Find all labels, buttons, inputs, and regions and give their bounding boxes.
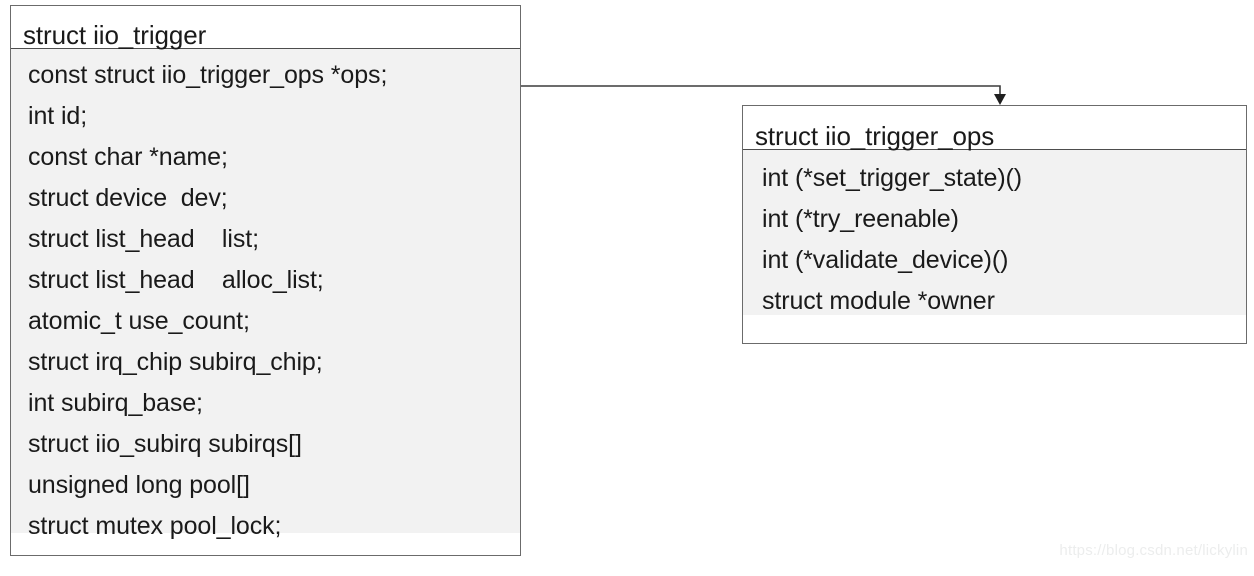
struct-field-row: unsigned long pool[] [28,471,250,499]
struct-field-row: struct irq_chip subirq_chip; [28,348,323,376]
struct-field-row: int (*set_trigger_state)() [762,164,1022,192]
struct-divider [743,149,1246,150]
struct-field-row: int (*validate_device)() [762,246,1009,274]
connector-line [521,85,1001,96]
struct-field-row: int id; [28,102,88,130]
connector-arrowhead-icon [994,94,1006,105]
struct-field-row: struct device dev; [28,184,228,212]
struct-field-row: struct mutex pool_lock; [28,512,282,540]
struct-field-row: int subirq_base; [28,389,203,417]
struct-field-row: const char *name; [28,143,228,171]
struct-body-iio-trigger: const struct iio_trigger_ops *ops; int i… [11,49,520,540]
watermark-text: https://blog.csdn.net/lickylin [1059,542,1248,559]
struct-field-row: const struct iio_trigger_ops *ops; [28,61,388,89]
struct-field-row: atomic_t use_count; [28,307,250,335]
struct-field-row: struct iio_subirq subirqs[] [28,430,302,458]
struct-field-row: struct module *owner [762,287,995,315]
struct-title-iio-trigger-ops: struct iio_trigger_ops [743,106,1246,149]
struct-field-row: int (*try_reenable) [762,205,959,233]
struct-box-iio-trigger[interactable]: struct iio_trigger const struct iio_trig… [10,5,521,556]
struct-body-iio-trigger-ops: int (*set_trigger_state)() int (*try_ree… [743,150,1246,315]
struct-divider [11,48,520,49]
struct-box-iio-trigger-ops[interactable]: struct iio_trigger_ops int (*set_trigger… [742,105,1247,344]
struct-field-row: struct list_head list; [28,225,259,253]
struct-field-row: struct list_head alloc_list; [28,266,324,294]
struct-title-iio-trigger: struct iio_trigger [11,6,520,48]
